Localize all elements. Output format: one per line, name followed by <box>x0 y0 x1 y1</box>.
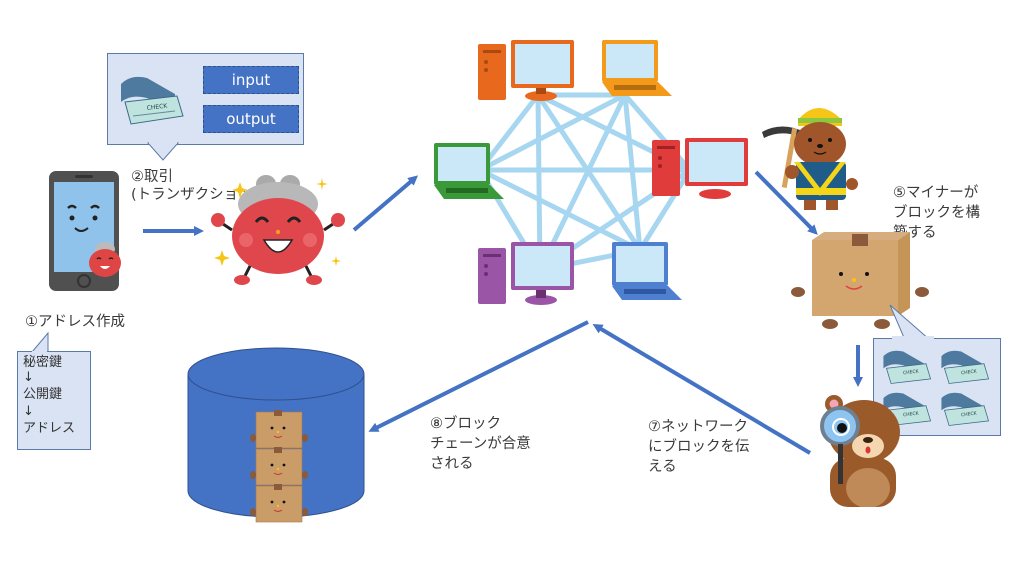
miner-character-icon <box>760 92 870 212</box>
key-callout-line: ↓ <box>23 370 34 385</box>
arrow-wallet-to-network <box>352 175 419 232</box>
key-callout-line: ↓ <box>23 404 34 419</box>
desktop-orange-icon <box>476 38 576 102</box>
laptop-blue-icon <box>610 240 685 302</box>
transaction-callout-pointer <box>146 142 180 161</box>
svg-text:CHECK: CHECK <box>146 102 168 112</box>
input-label: input <box>231 71 271 89</box>
output-label: output <box>226 110 276 128</box>
wallet-character-icon <box>210 170 350 288</box>
check-icon: CHECK <box>938 389 992 427</box>
step7-label: ⑦ネットワーク にブロックを伝 える <box>648 419 750 475</box>
stacked-block-icon <box>250 447 310 487</box>
svg-text:CHECK: CHECK <box>903 410 920 418</box>
stacked-block-icon <box>250 410 310 450</box>
stacked-block-icon <box>250 484 310 524</box>
svg-text:CHECK: CHECK <box>961 410 978 418</box>
inspector-bear-icon <box>812 392 907 507</box>
step8-label: ⑧ブロック チェーンが合意 される <box>430 416 531 472</box>
check-icon: CHECK <box>880 347 934 385</box>
svg-text:CHECK: CHECK <box>903 368 920 376</box>
desktop-red-icon <box>650 136 750 200</box>
key-callout-line: 公開鍵 <box>23 387 63 402</box>
svg-text:CHECK: CHECK <box>961 368 978 376</box>
key-callout-line: アドレス <box>23 421 76 436</box>
key-callout: 秘密鍵 ↓ 公開鍵 ↓ アドレス <box>17 351 91 450</box>
block-character-icon <box>790 230 930 330</box>
output-label-box: output <box>203 105 299 133</box>
check-icon: CHECK <box>938 347 992 385</box>
laptop-yellow-orange-icon <box>600 38 675 98</box>
wallet-character-small-icon <box>80 235 130 285</box>
input-label-box: input <box>203 66 299 94</box>
key-callout-line: 秘密鍵 <box>23 355 63 370</box>
step1-label: ①アドレス作成 <box>25 314 125 330</box>
smartphone-icon <box>48 170 120 292</box>
key-callout-pointer <box>30 331 49 353</box>
desktop-purple-icon <box>476 240 576 306</box>
block-stack <box>250 410 310 525</box>
check-icon: CHECK <box>117 72 187 127</box>
laptop-green-icon <box>432 141 507 201</box>
step2-label: ②取引 (トランザクション) <box>131 169 259 203</box>
step5-label: ⑤マイナーが ブロックを構 築する <box>893 185 980 241</box>
